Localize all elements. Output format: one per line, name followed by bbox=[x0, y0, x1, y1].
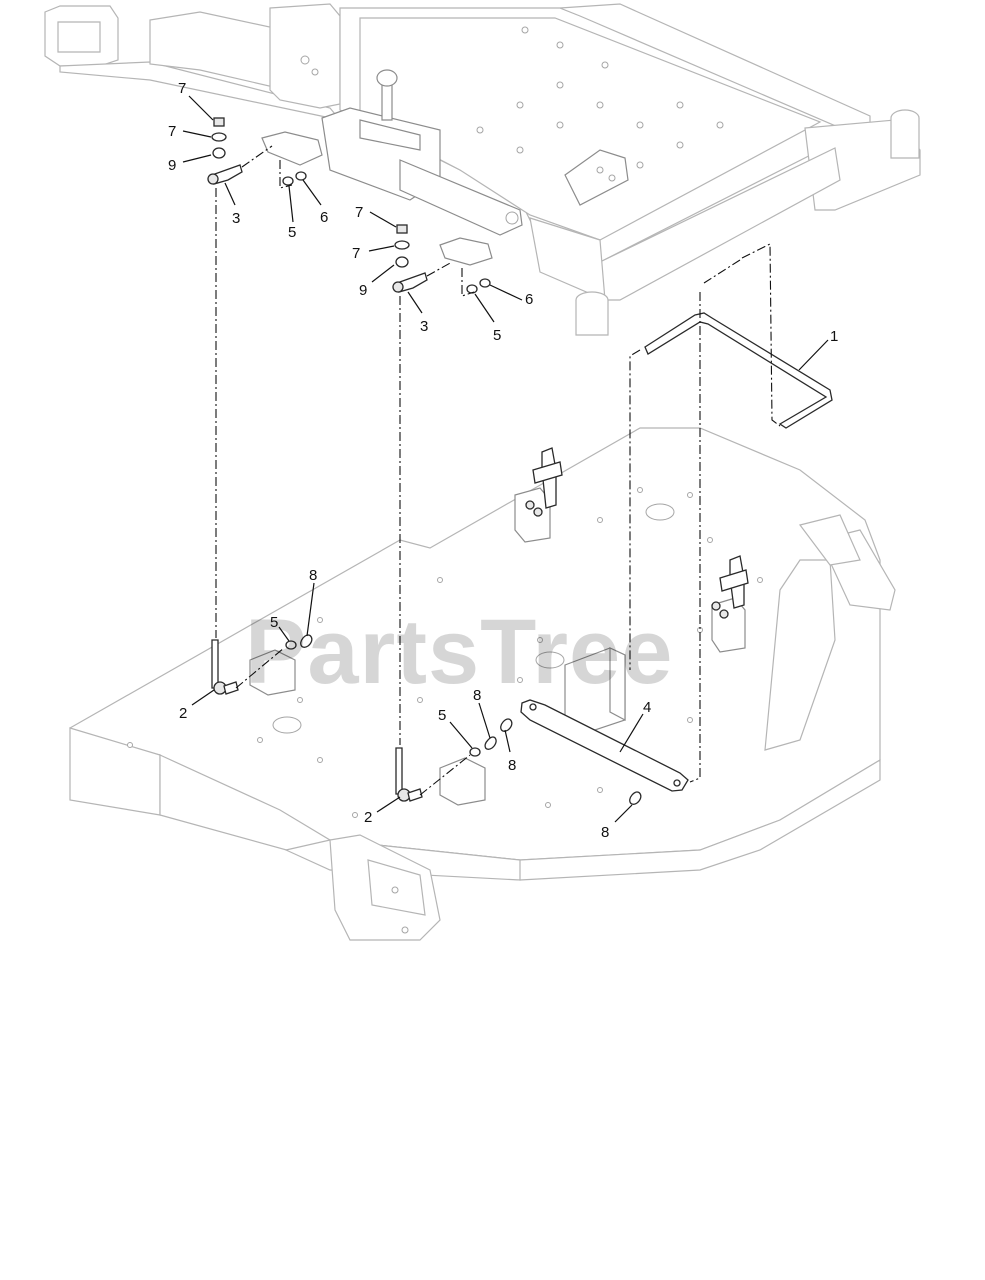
callout-5: 5 bbox=[270, 614, 278, 631]
watermark: PartsTree bbox=[245, 601, 673, 703]
callout-8: 8 bbox=[473, 687, 481, 704]
callout-9: 9 bbox=[359, 282, 367, 299]
callout-4: 4 bbox=[643, 699, 651, 716]
callout-3: 3 bbox=[420, 318, 428, 335]
callout-1: 1 bbox=[830, 328, 838, 345]
callout-2: 2 bbox=[364, 809, 372, 826]
callout-2: 2 bbox=[179, 705, 187, 722]
callout-3: 3 bbox=[232, 210, 240, 227]
callout-7: 7 bbox=[355, 204, 363, 221]
hardware bbox=[207, 117, 833, 805]
callout-5: 5 bbox=[493, 327, 501, 344]
callout-8: 8 bbox=[508, 757, 516, 774]
callout-5: 5 bbox=[288, 224, 296, 241]
callout-7: 7 bbox=[168, 123, 176, 140]
callout-6: 6 bbox=[320, 209, 328, 226]
callouts: 7 7 9 3 5 6 7 7 9 3 6 5 1 5 8 2 8 5 4 8 … bbox=[168, 80, 838, 841]
callout-7: 7 bbox=[352, 245, 360, 262]
callout-7: 7 bbox=[178, 80, 186, 97]
callout-9: 9 bbox=[168, 157, 176, 174]
callout-5: 5 bbox=[438, 707, 446, 724]
callout-8: 8 bbox=[309, 567, 317, 584]
assembly-lines bbox=[215, 145, 781, 796]
callout-6: 6 bbox=[525, 291, 533, 308]
leader-lines bbox=[182, 95, 829, 823]
callout-8: 8 bbox=[601, 824, 609, 841]
tractor-frame bbox=[44, 3, 921, 336]
mower-deck bbox=[69, 427, 896, 941]
